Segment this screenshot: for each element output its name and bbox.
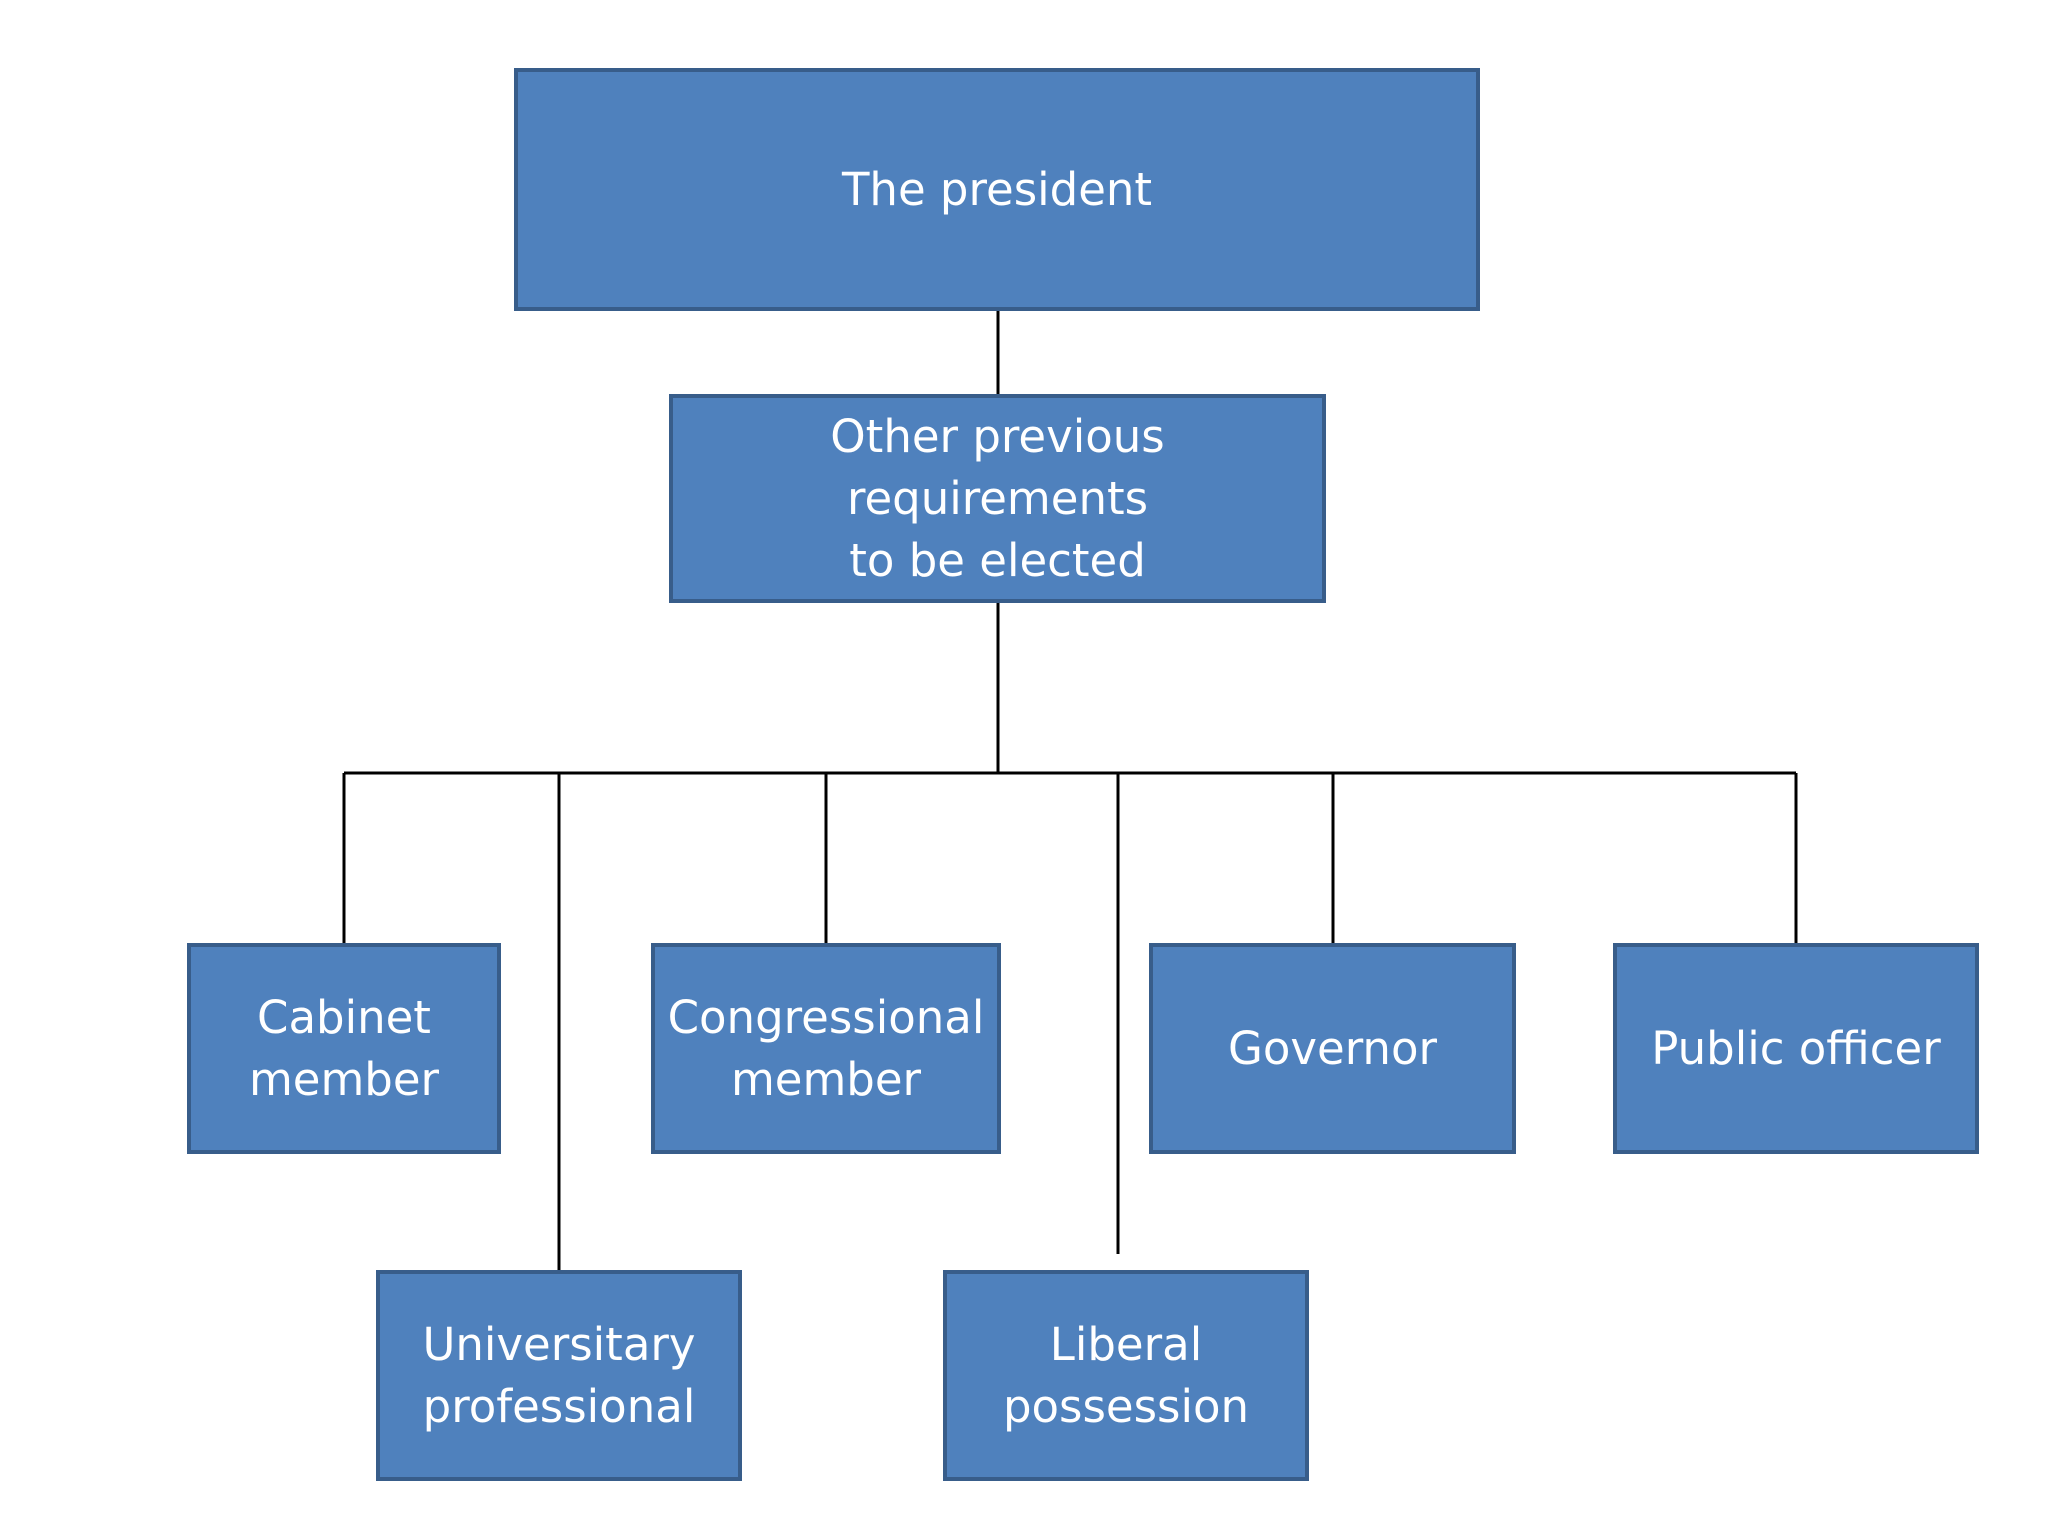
node-congressional-member: Congressional member <box>651 943 1001 1154</box>
node-requirements: Other previous requirements to be electe… <box>669 394 1326 603</box>
node-requirements-label: Other previous requirements to be electe… <box>830 409 1165 587</box>
node-universitary-professional-label: Universitary professional <box>422 1317 696 1433</box>
node-congressional-member-label: Congressional member <box>667 990 985 1106</box>
node-public-officer-label: Public officer <box>1651 1021 1941 1075</box>
node-public-officer: Public officer <box>1613 943 1979 1154</box>
node-governor-label: Governor <box>1228 1021 1437 1075</box>
node-universitary-professional: Universitary professional <box>376 1270 742 1481</box>
node-cabinet-member: Cabinet member <box>187 943 501 1154</box>
node-president-label: The president <box>841 162 1153 216</box>
node-governor: Governor <box>1149 943 1516 1154</box>
node-liberal-possession: Liberal possession <box>943 1270 1309 1481</box>
node-cabinet-member-label: Cabinet member <box>248 990 440 1106</box>
node-president: The president <box>514 68 1480 311</box>
node-liberal-possession-label: Liberal possession <box>1002 1317 1250 1433</box>
